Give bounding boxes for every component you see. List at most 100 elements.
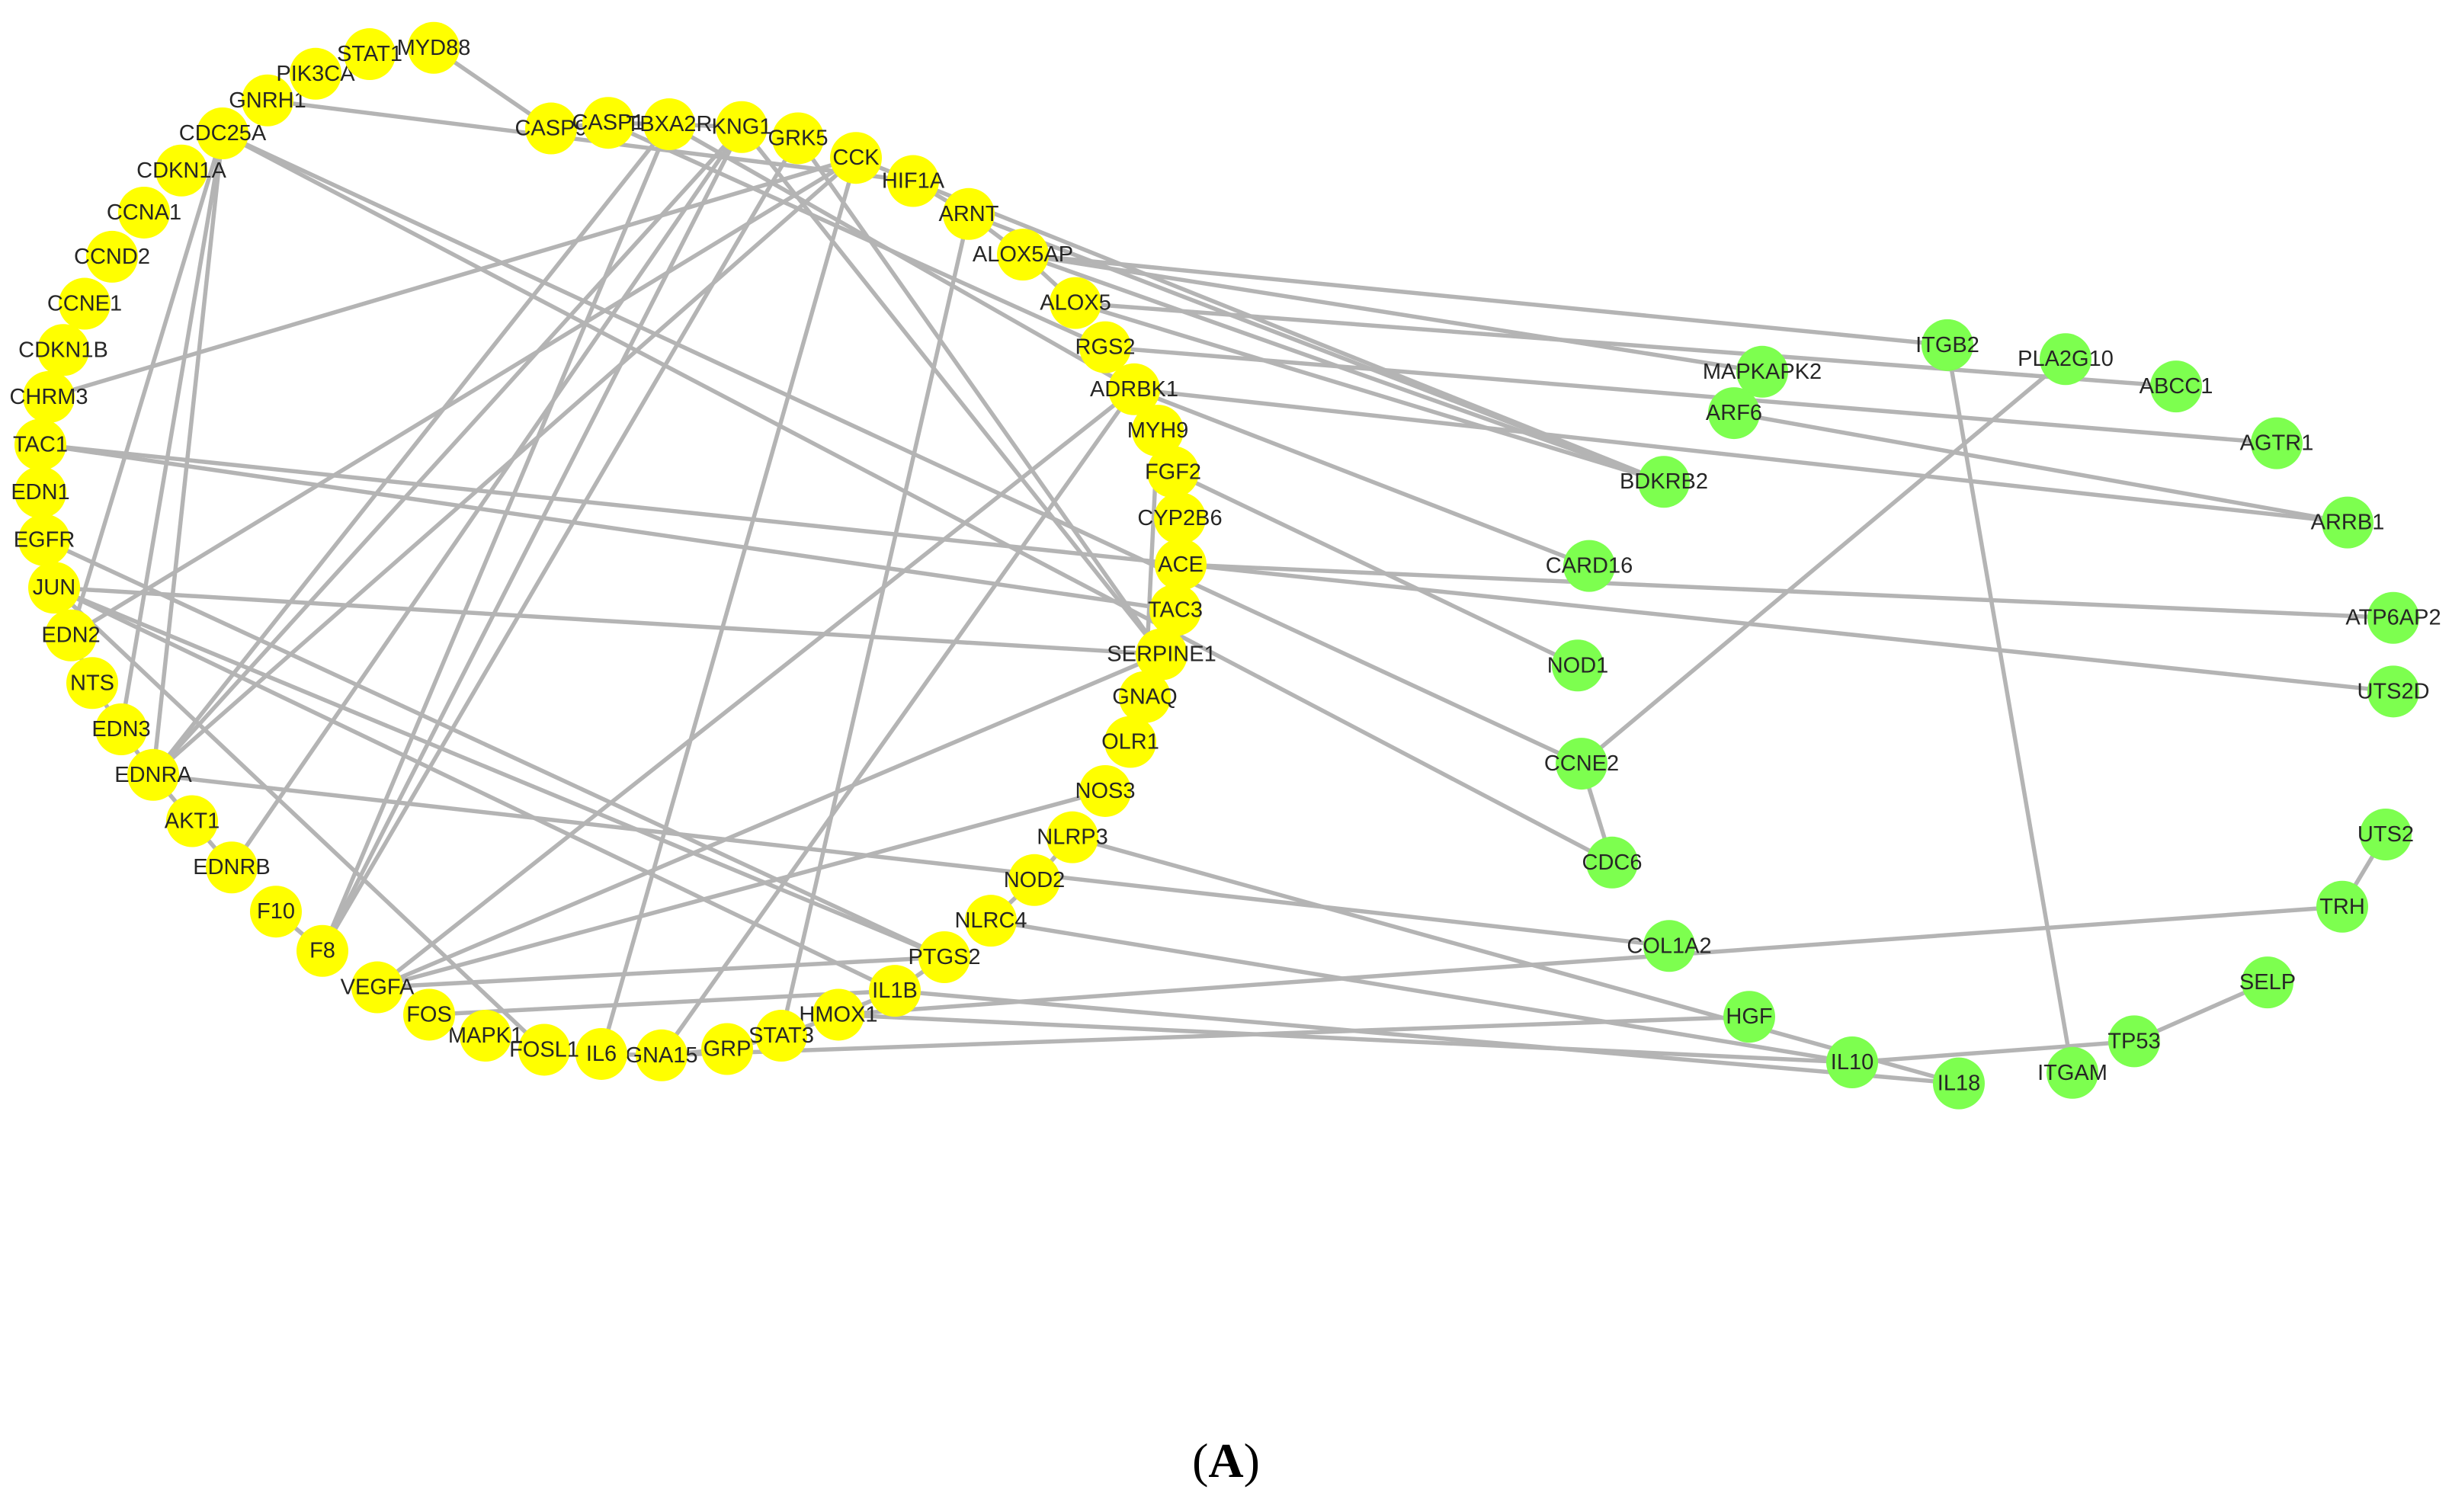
node-circle[interactable] [582,97,634,149]
node-circle[interactable] [2251,417,2303,469]
node-f8[interactable]: F8 [296,924,348,977]
node-circle[interactable] [869,965,921,1017]
node-circle[interactable] [1826,1036,1878,1088]
node-circle[interactable] [2367,665,2419,718]
node-circle[interactable] [643,98,695,151]
node-grk5[interactable]: GRK5 [768,112,829,165]
node-circle[interactable] [2108,1015,2160,1068]
node-circle[interactable] [242,74,293,127]
node-tp53[interactable]: TP53 [2107,1015,2161,1068]
node-fos[interactable]: FOS [403,988,455,1041]
node-hgf[interactable]: HGF [1723,991,1775,1043]
node-circle[interactable] [290,47,341,100]
node-ccna1[interactable]: CCNA1 [107,186,181,239]
node-circle[interactable] [37,324,89,376]
node-uts2[interactable]: UTS2 [2357,809,2414,860]
node-circle[interactable] [636,1029,688,1081]
node-circle[interactable] [296,924,348,977]
node-edn3[interactable]: EDN3 [91,703,151,755]
node-circle[interactable] [575,1027,627,1080]
node-circle[interactable] [701,1023,753,1075]
node-circle[interactable] [1132,405,1184,457]
node-circle[interactable] [408,21,460,74]
node-circle[interactable] [813,988,864,1041]
node-itgb2[interactable]: ITGB2 [1915,319,1979,371]
node-circle[interactable] [155,144,207,197]
node-gnrh1[interactable]: GNRH1 [229,74,306,127]
node-circle[interactable] [1155,538,1207,591]
node-il6[interactable]: IL6 [575,1027,627,1080]
node-circle[interactable] [1047,811,1098,863]
node-fgf2[interactable]: FGF2 [1145,446,1201,498]
node-circle[interactable] [1563,540,1615,592]
node-circle[interactable] [28,562,80,614]
node-mapk1[interactable]: MAPK1 [448,1010,523,1062]
node-circle[interactable] [95,703,147,755]
node-circle[interactable] [1638,456,1690,508]
node-gnaq[interactable]: GNAQ [1112,671,1178,723]
node-cdkn1b[interactable]: CDKN1B [18,324,108,376]
node-alox5ap[interactable]: ALOX5AP [973,229,1073,281]
node-serpine1[interactable]: SERPINE1 [1107,628,1216,681]
node-ace[interactable]: ACE [1155,538,1207,591]
node-circle[interactable] [1079,321,1131,373]
node-circle[interactable] [1108,363,1160,415]
node-cck[interactable]: CCK [830,132,882,184]
node-kng1[interactable]: KNG1 [712,101,772,153]
node-rgs2[interactable]: RGS2 [1075,321,1136,373]
node-circle[interactable] [1586,836,1638,889]
node-uts2d[interactable]: UTS2D [2357,665,2430,718]
node-circle[interactable] [403,988,455,1041]
node-trh[interactable]: TRH [2316,880,2368,933]
node-circle[interactable] [965,895,1017,947]
node-circle[interactable] [1933,1057,1985,1110]
node-edn2[interactable]: EDN2 [41,609,101,662]
node-circle[interactable] [1723,991,1775,1043]
node-circle[interactable] [943,187,995,240]
node-circle[interactable] [1104,716,1156,768]
node-ccne1[interactable]: CCNE1 [47,277,122,330]
node-circle[interactable] [118,186,170,239]
node-tac3[interactable]: TAC3 [1148,584,1203,636]
node-circle[interactable] [1643,920,1695,972]
node-circle[interactable] [525,102,577,155]
node-circle[interactable] [14,466,66,519]
node-circle[interactable] [716,101,768,153]
node-ednra[interactable]: EDNRA [114,748,192,801]
node-circle[interactable] [351,961,403,1014]
node-circle[interactable] [1119,671,1171,723]
node-ednrb[interactable]: EDNRB [193,841,271,894]
node-circle[interactable] [18,514,70,566]
node-circle[interactable] [1154,492,1206,545]
node-arrb1[interactable]: ARRB1 [2311,496,2385,549]
node-circle[interactable] [344,28,396,81]
node-circle[interactable] [206,841,258,894]
node-nod1[interactable]: NOD1 [1547,639,1609,692]
node-tac1[interactable]: TAC1 [13,418,68,471]
node-circle[interactable] [1922,319,1973,371]
node-pla2g10[interactable]: PLA2G10 [2018,333,2114,386]
node-atp6ap2[interactable]: ATP6AP2 [2345,591,2441,644]
node-bdkrb2[interactable]: BDKRB2 [1620,456,1708,508]
node-ptgs2[interactable]: PTGS2 [908,931,981,983]
node-circle[interactable] [2150,360,2202,413]
node-nlrc4[interactable]: NLRC4 [954,895,1027,947]
node-ccne2[interactable]: CCNE2 [1544,738,1619,790]
node-circle[interactable] [460,1010,511,1062]
node-arf6[interactable]: ARF6 [1706,387,1762,440]
node-circle[interactable] [1050,277,1101,329]
node-circle[interactable] [14,418,66,471]
node-circle[interactable] [1552,639,1604,692]
node-circle[interactable] [166,795,218,847]
node-selp[interactable]: SELP [2239,956,2296,1009]
node-adrbk1[interactable]: ADRBK1 [1090,363,1178,415]
node-edn1[interactable]: EDN1 [11,466,70,519]
node-circle[interactable] [2040,333,2091,386]
node-il10[interactable]: IL10 [1826,1036,1878,1088]
node-circle[interactable] [755,1010,807,1062]
node-agtr1[interactable]: AGTR1 [2240,417,2314,469]
node-nlrp3[interactable]: NLRP3 [1037,811,1108,863]
node-circle[interactable] [45,609,97,662]
node-circle[interactable] [1147,446,1199,498]
node-circle[interactable] [2367,591,2419,644]
